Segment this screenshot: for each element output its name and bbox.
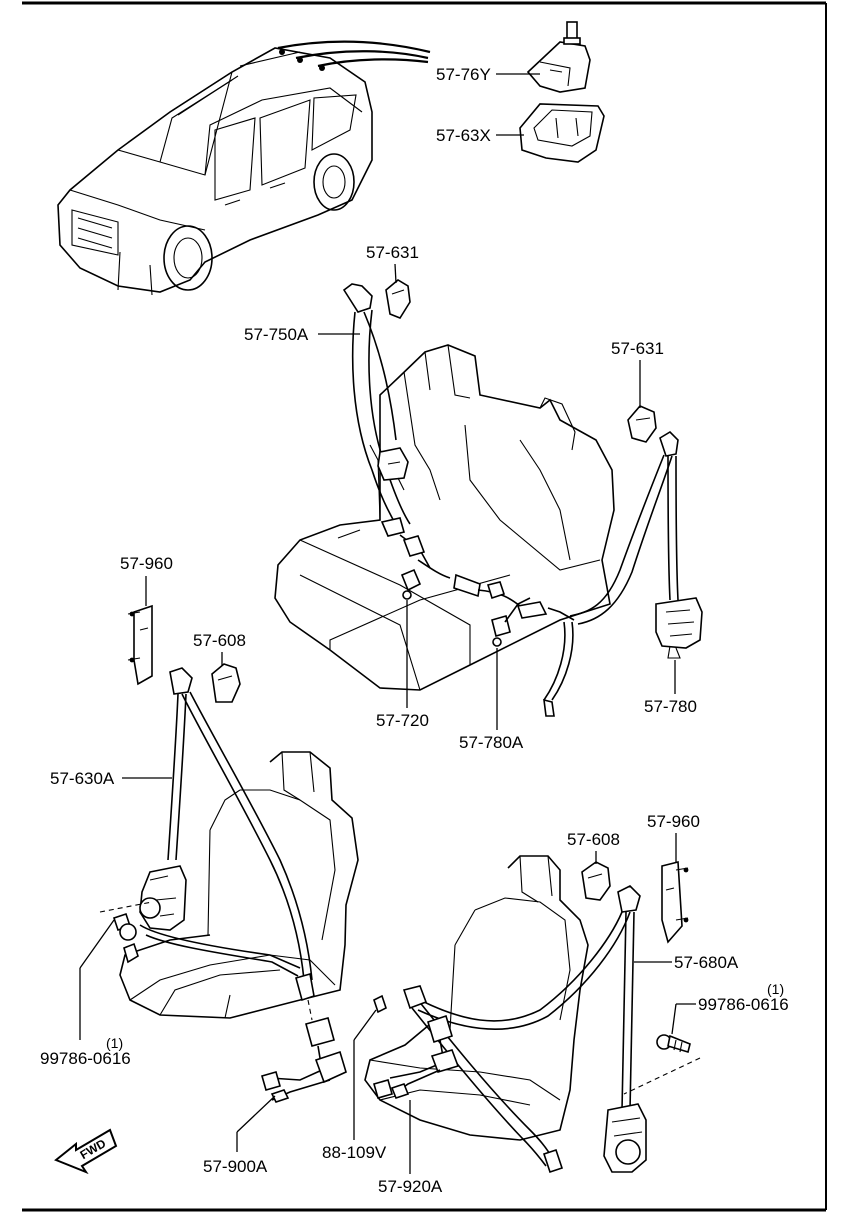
label-57-900a: 57-900A bbox=[203, 1157, 268, 1176]
part-57-680a-belt bbox=[402, 885, 647, 1174]
part-57-631-cover-top bbox=[385, 279, 411, 319]
roof-leader-lines bbox=[277, 40, 431, 71]
label-57-63x: 57-63X bbox=[436, 126, 491, 145]
front-right-seat bbox=[364, 855, 589, 1141]
part-88-109v-clip bbox=[373, 994, 387, 1014]
part-57-780a-buckle bbox=[491, 597, 575, 717]
label-qty-right: (1) bbox=[767, 981, 784, 997]
label-57-780: 57-780 bbox=[644, 697, 697, 716]
part-57-63x-bezel bbox=[519, 103, 605, 163]
fwd-arrow-icon: FWD bbox=[54, 1128, 118, 1175]
bolt-99786-0616-left bbox=[99, 901, 153, 941]
label-57-960-left: 57-960 bbox=[120, 554, 173, 573]
label-57-76y: 57-76Y bbox=[436, 65, 491, 84]
label-99786-0616-right: 99786-0616 bbox=[698, 995, 789, 1014]
rear-bench-seat bbox=[274, 344, 615, 691]
label-57-608-right: 57-608 bbox=[567, 830, 620, 849]
label-57-750a: 57-750A bbox=[244, 325, 309, 344]
part-57-630a-belt bbox=[123, 667, 315, 1002]
label-57-960-right: 57-960 bbox=[647, 812, 700, 831]
label-57-630a: 57-630A bbox=[50, 769, 115, 788]
bolt-99786-0616-right bbox=[623, 1034, 701, 1095]
part-57-780-retractor-belt bbox=[569, 430, 703, 659]
part-57-960-right bbox=[661, 860, 689, 944]
part-57-920a-buckle bbox=[373, 1014, 460, 1099]
label-57-920a: 57-920A bbox=[378, 1177, 443, 1196]
part-57-750a-belt bbox=[342, 283, 431, 569]
part-57-720-buckle bbox=[400, 559, 521, 607]
part-57-608-left bbox=[211, 663, 241, 703]
vehicle-illustration bbox=[57, 47, 373, 296]
part-57-900a-buckle bbox=[261, 999, 347, 1103]
part-57-960-left bbox=[127, 604, 153, 686]
label-57-631-right: 57-631 bbox=[611, 339, 664, 358]
label-57-631-top: 57-631 bbox=[366, 243, 419, 262]
part-57-76y-bracket bbox=[526, 21, 591, 93]
label-57-680a: 57-680A bbox=[674, 953, 739, 972]
label-99786-0616-left: 99786-0616 bbox=[40, 1049, 131, 1068]
label-57-608-left: 57-608 bbox=[193, 631, 246, 650]
front-left-seat bbox=[119, 751, 359, 1019]
label-88-109v: 88-109V bbox=[322, 1143, 387, 1162]
label-57-720: 57-720 bbox=[376, 711, 429, 730]
label-57-780a: 57-780A bbox=[459, 733, 524, 752]
part-57-608-right bbox=[581, 861, 611, 901]
label-qty-left: (1) bbox=[106, 1035, 123, 1051]
part-57-631-cover-right bbox=[627, 405, 657, 443]
